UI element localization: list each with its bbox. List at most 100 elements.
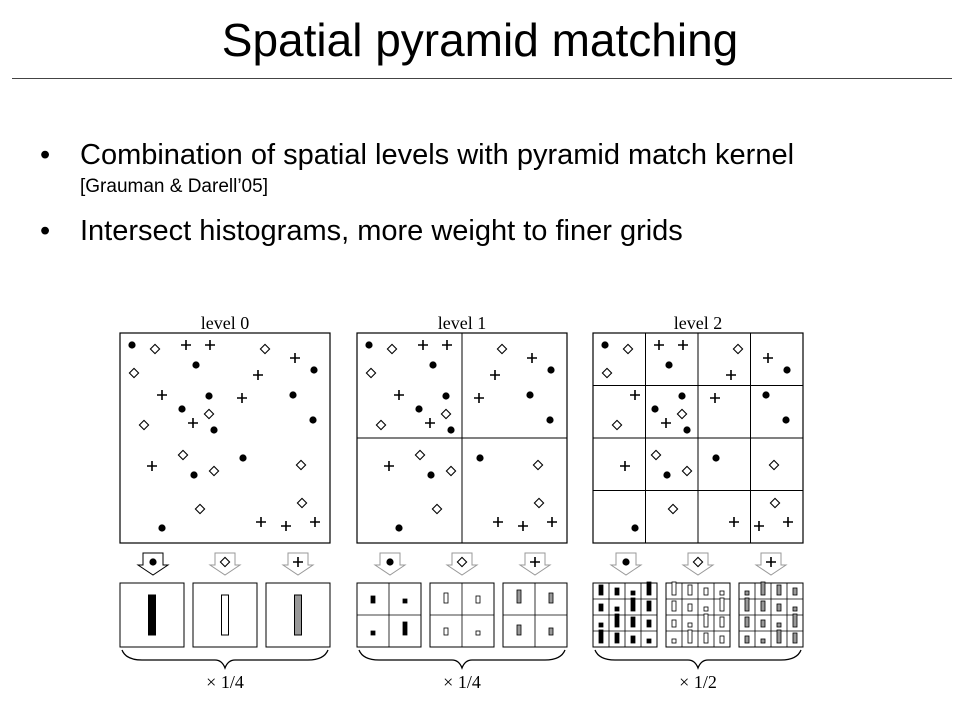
feature-dot — [128, 341, 136, 349]
feature-dot — [239, 454, 247, 462]
level-1-weight: × 1/4 — [443, 672, 481, 692]
feature-diamond — [375, 419, 387, 431]
histogram-bar — [671, 581, 677, 596]
histogram-bar — [630, 597, 636, 612]
brace — [594, 649, 802, 670]
histogram-bar — [516, 624, 522, 636]
histogram-bar — [646, 581, 652, 596]
feature-dot — [178, 405, 186, 413]
histogram-bar — [687, 603, 693, 612]
feature-plus — [281, 521, 291, 531]
histogram-bar — [776, 584, 782, 596]
feature-dot — [601, 341, 609, 349]
feature-diamond — [533, 497, 545, 509]
feature-plus — [766, 557, 776, 567]
histogram-bar — [687, 629, 693, 644]
histogram-bar — [703, 606, 709, 612]
feature-plus — [530, 557, 540, 567]
histogram-bar — [719, 635, 725, 644]
histogram-bar — [370, 595, 376, 604]
histogram-bar — [703, 587, 709, 596]
feature-diamond — [194, 503, 206, 515]
histogram-bar — [776, 629, 782, 644]
feature-plus — [783, 517, 793, 527]
histogram-bar — [548, 627, 554, 636]
feature-plus — [726, 370, 736, 380]
histogram-bar — [475, 630, 481, 636]
feature-diamond — [769, 497, 781, 509]
histogram-bar — [703, 632, 709, 644]
histogram-bar — [719, 616, 725, 628]
feature-dot — [631, 524, 639, 532]
feature-dot — [149, 558, 157, 566]
feature-dot — [712, 454, 720, 462]
feature-diamond — [601, 367, 613, 379]
feature-plus — [256, 517, 266, 527]
histogram-bar — [744, 635, 750, 644]
brace — [121, 649, 329, 670]
histogram-bar — [687, 584, 693, 596]
feature-diamond — [295, 459, 307, 471]
bullet-marker: • — [40, 139, 51, 171]
histogram-bar — [443, 627, 449, 636]
histogram-bar — [614, 613, 620, 628]
histogram-bar — [630, 635, 636, 644]
feature-plus — [710, 393, 720, 403]
feature-plus — [547, 517, 557, 527]
feature-plus — [290, 353, 300, 363]
feature-plus — [442, 340, 452, 350]
histogram-bar — [475, 595, 481, 604]
feature-diamond — [532, 459, 544, 471]
feature-diamond — [128, 367, 140, 379]
feature-dot — [310, 366, 318, 374]
histogram-bar — [744, 616, 750, 628]
feature-dot — [651, 405, 659, 413]
histogram-bar — [719, 590, 725, 596]
feature-plus — [654, 340, 664, 350]
histogram-bar — [402, 598, 408, 604]
histogram-bar — [760, 638, 766, 644]
histogram-bar — [646, 600, 652, 612]
slide-title: Spatial pyramid matching — [221, 14, 739, 66]
feature-dot — [158, 524, 166, 532]
feature-diamond — [732, 343, 744, 355]
level-1-label: level 1 — [438, 313, 486, 333]
title-divider — [12, 78, 952, 79]
feature-plus — [253, 370, 263, 380]
feature-dot — [663, 471, 671, 479]
feature-diamond — [667, 503, 679, 515]
feature-dot — [210, 426, 218, 434]
feature-dot — [442, 392, 450, 400]
histogram-bar — [792, 632, 798, 644]
feature-diamond — [296, 497, 308, 509]
level-0-label: level 0 — [201, 313, 249, 333]
level-2-group: level 2× 1/2 — [592, 313, 804, 692]
histogram-bar — [744, 597, 750, 612]
bullet-1-text: Combination of spatial levels with pyram… — [80, 139, 795, 171]
feature-diamond — [768, 459, 780, 471]
histogram-bar — [719, 597, 725, 612]
histogram-bar — [687, 622, 693, 628]
histogram-bar — [370, 630, 376, 636]
level-1-group: level 1 × 1/4 — [356, 313, 568, 692]
feature-diamond — [365, 367, 377, 379]
histogram-bar — [792, 613, 798, 628]
histogram-bar — [443, 592, 449, 604]
feature-plus — [474, 393, 484, 403]
feature-plus — [418, 340, 428, 350]
feature-plus — [293, 557, 303, 567]
feature-dot — [415, 405, 423, 413]
feature-dot — [192, 361, 200, 369]
feature-plus — [425, 418, 435, 428]
level-0-weight: × 1/4 — [206, 672, 244, 692]
histogram-bar — [760, 581, 766, 596]
feature-diamond — [456, 556, 468, 568]
histogram-bar — [402, 621, 408, 636]
feature-dot — [190, 471, 198, 479]
feature-diamond — [622, 343, 634, 355]
feature-dot — [447, 426, 455, 434]
feature-diamond — [676, 408, 688, 420]
histogram-bar — [294, 594, 302, 636]
feature-diamond — [177, 449, 189, 461]
